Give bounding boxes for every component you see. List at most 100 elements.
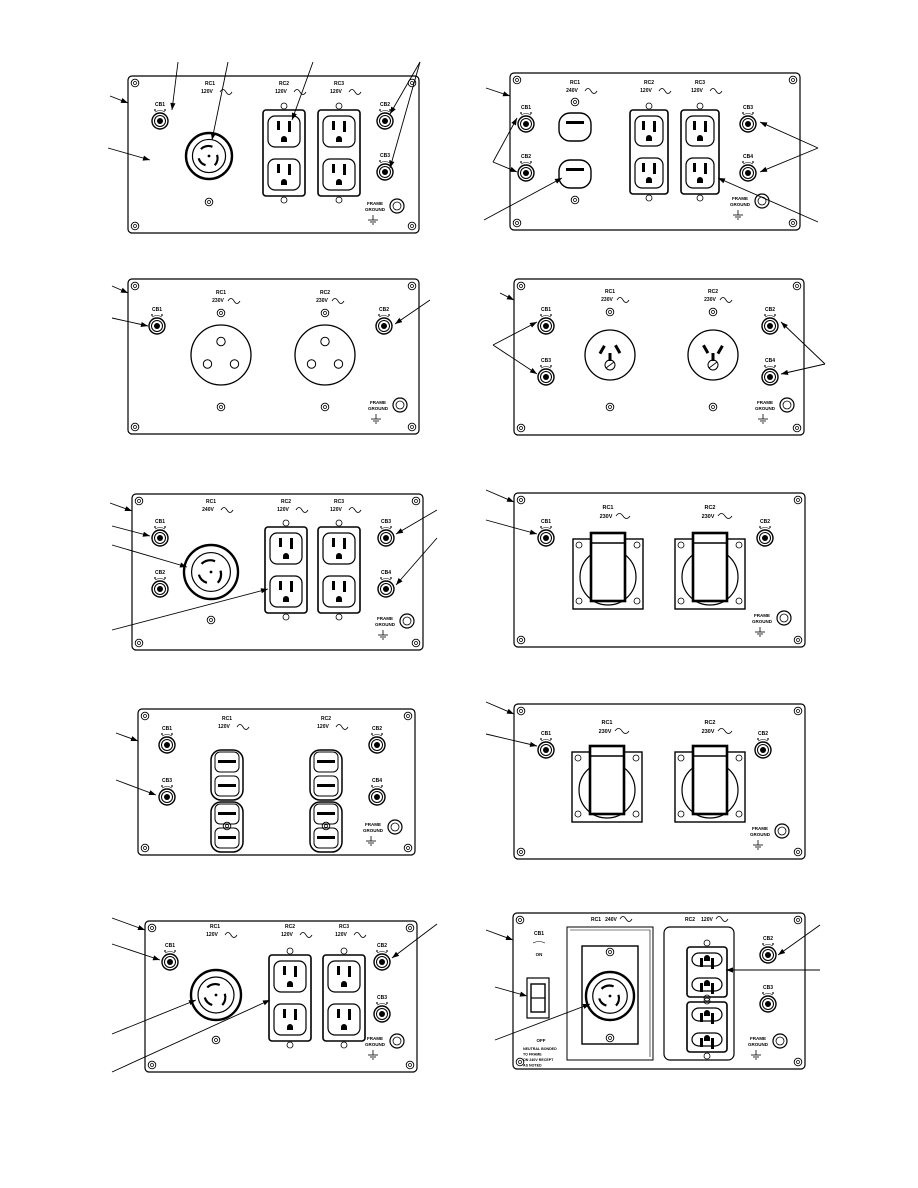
mounting-screw-icon: [320, 308, 330, 318]
receptacle-plate: [268, 954, 312, 1042]
callout-arrowhead: [260, 588, 268, 594]
callout-arrowhead: [519, 991, 527, 997]
callout-arrowhead: [554, 178, 562, 184]
callout-line: [111, 588, 269, 631]
ground-symbol-icon: [366, 836, 376, 846]
mounting-screw-icon: [516, 847, 526, 857]
receptacle-label: RC2: [685, 917, 695, 923]
callout-line: [492, 321, 538, 346]
circuit-breaker-icon: CB2: [761, 307, 779, 335]
mounting-screw-icon: [605, 402, 615, 412]
ac-wave-icon: [295, 507, 309, 513]
mounting-screw-icon: [147, 1060, 157, 1070]
mounting-screw-icon: [645, 194, 653, 202]
breaker-label: CB1: [534, 931, 544, 937]
mounting-screw-icon: [735, 754, 743, 762]
mounting-screw-icon: [216, 402, 226, 412]
receptacle-label: RC1: [570, 80, 580, 86]
ground-stud-icon: [389, 1033, 405, 1049]
mounting-screw-icon: [321, 821, 331, 831]
callout-arrowhead: [142, 155, 150, 161]
receptacle-label: RC2: [320, 290, 330, 296]
receptacle-label: RC1: [605, 289, 615, 295]
mounting-screw-icon: [632, 754, 640, 762]
circuit-breaker-icon: CB1: [158, 726, 176, 754]
breaker-label: CB1: [155, 519, 165, 525]
ac-wave-icon: [614, 728, 630, 734]
ac-wave-icon: [719, 297, 733, 303]
frame-label: FRAME: [367, 201, 383, 206]
breaker-label: CB4: [381, 570, 391, 576]
breaker-label: CB2: [372, 726, 382, 732]
receptacle-label: RC1: [216, 290, 226, 296]
receptacle-icon: [634, 157, 664, 189]
rc1-enclosure: [566, 926, 654, 1061]
callout-arrowhead: [392, 951, 400, 958]
voltage-label: 120V: [330, 89, 342, 95]
callout-arrowhead: [511, 118, 517, 126]
breaker-label: CB1: [162, 726, 172, 732]
breaker-label: CB2: [379, 307, 389, 313]
receptacle-icon: [322, 115, 356, 148]
receptacle-icon: [322, 532, 356, 565]
receptacle-label: RC2: [644, 80, 654, 86]
receptacle-cover: [589, 531, 627, 603]
mounting-screw-icon: [793, 915, 803, 925]
receptacle-plate: [680, 109, 720, 195]
callout-arrowhead: [529, 529, 537, 535]
mounting-screw-icon: [575, 541, 583, 549]
mounting-screw-icon: [645, 102, 653, 110]
callout-arrowhead: [137, 925, 145, 931]
callout-arrowhead: [505, 935, 513, 941]
panel-outline: [127, 278, 420, 435]
mounting-screw-icon: [696, 194, 704, 202]
callout-arrowhead: [760, 166, 768, 172]
mounting-screw-icon: [204, 197, 214, 207]
panel-outline: [131, 493, 424, 651]
receptacle-icon: [327, 1003, 361, 1036]
receptacle-label: RC2: [704, 720, 715, 726]
voltage-label: 120V: [640, 88, 652, 94]
duplex-receptacle: [268, 947, 312, 1049]
receptacle-icon: [691, 1032, 723, 1049]
receptacle-label: RC2: [279, 81, 289, 87]
ac-wave-icon: [717, 513, 733, 519]
mounting-screw-icon: [605, 947, 615, 957]
callout-arrowhead: [210, 132, 216, 140]
callout-arrowhead: [396, 528, 404, 534]
receptacle-plate: [322, 954, 366, 1042]
callout-line: [780, 321, 826, 365]
circuit-breaker-icon: CB1: [537, 519, 555, 547]
callout-line: [483, 177, 563, 221]
receptacle-label: RC2: [281, 499, 291, 505]
rocker-switch-icon: [526, 977, 550, 1019]
callout-arrowhead: [582, 1004, 590, 1009]
mounting-screw-icon: [335, 519, 343, 527]
panel-outline: [137, 708, 416, 856]
circuit-breaker-icon: CB2: [754, 731, 772, 759]
callout-arrowhead: [781, 322, 788, 329]
mounting-screw-icon: [130, 422, 140, 432]
ground-label: GROUND: [730, 202, 751, 207]
locking-receptacle-icon: [309, 749, 343, 801]
breaker-label: CB2: [765, 307, 775, 313]
ground-symbol-icon: [755, 627, 765, 637]
ac-wave-icon: [715, 916, 729, 922]
circuit-breaker-icon: CB4: [377, 570, 395, 598]
panel-outline: [512, 912, 806, 1070]
circuit-breaker-icon: CB2: [368, 726, 386, 754]
mounting-screw-icon: [405, 923, 415, 933]
mounting-screw-icon: [282, 613, 290, 621]
breaker-label: CB1: [152, 307, 162, 313]
twist-lock-receptacle-icon: [189, 968, 243, 1022]
callout-line: [171, 61, 179, 111]
ac-wave-icon: [331, 298, 345, 304]
callout-line: [777, 924, 821, 956]
panel-outline: [513, 278, 805, 436]
receptacle-label: RC1: [602, 505, 613, 511]
ground-label: GROUND: [750, 832, 771, 837]
duplex-receptacle: [322, 947, 366, 1049]
ground-stud-icon: [399, 613, 415, 629]
